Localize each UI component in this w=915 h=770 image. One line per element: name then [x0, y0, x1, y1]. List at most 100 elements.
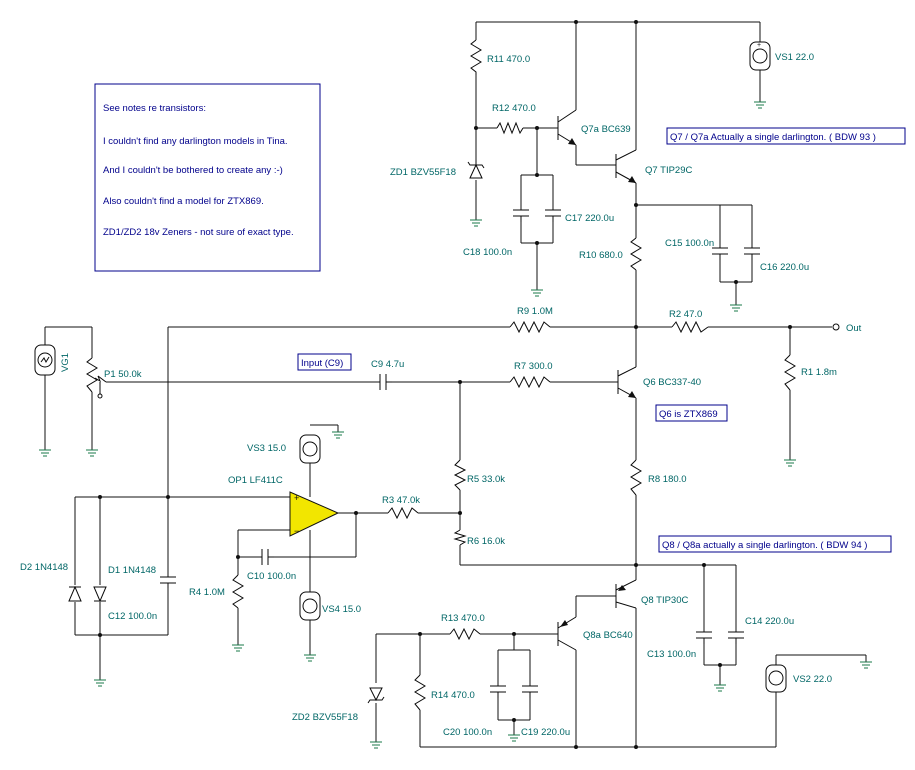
label-q8: Q8 TIP30C [641, 595, 688, 606]
component-labels: R11 470.0 R12 470.0 Q7a BC639 ZD1 BZV55F… [20, 52, 862, 738]
label-r13: R13 470.0 [441, 613, 485, 624]
capacitor-c15 [712, 247, 728, 260]
capacitor-c12 [160, 576, 176, 588]
ground-c15 [730, 304, 742, 312]
ground-vs3 [332, 431, 344, 439]
resistor-r7 [509, 375, 551, 389]
note-line-4: Also couldn't find a model for ZTX869. [103, 196, 264, 207]
ground-vs4 [304, 654, 316, 662]
annotation-q6: Q6 is ZTX869 [655, 404, 728, 422]
label-c12: C12 100.0n [108, 611, 157, 622]
label-c14: C14 220.0u [745, 616, 794, 627]
top-wires [475, 21, 761, 365]
ground-zd1 [470, 219, 482, 227]
label-c10: C10 100.0n [247, 571, 296, 582]
label-q7: Q7 TIP29C [645, 165, 692, 176]
resistor-r4 [232, 574, 244, 609]
diode-d1 [93, 586, 107, 603]
label-r3: R3 47.0k [382, 495, 420, 506]
bottom-wires [375, 564, 867, 748]
label-r8: R8 180.0 [648, 474, 687, 485]
label-zd2: ZD2 BZV55F18 [292, 712, 358, 723]
resistor-r6 [453, 529, 467, 546]
ground-r9 [531, 289, 543, 297]
zener-zd2 [367, 687, 385, 704]
capacitor-c19 [522, 685, 538, 698]
label-d1: D1 1N4148 [108, 565, 156, 576]
ground-p1 [86, 449, 98, 457]
capacitor-c14 [728, 631, 744, 644]
label-p1: P1 50.0k [104, 369, 142, 380]
out-terminal [832, 323, 840, 331]
label-q6: Q6 BC337-40 [643, 377, 701, 388]
note-line-5: ZD1/ZD2 18v Zeners - not sure of exact t… [103, 227, 294, 238]
label-r4: R4 1.0M [189, 587, 225, 598]
label-op1: OP1 LF411C [228, 475, 283, 486]
zener-zd1 [467, 160, 485, 179]
note-line-3: And I couldn't be bothered to create any… [103, 165, 283, 176]
svg-text:+: + [757, 42, 761, 49]
resistor-r11 [470, 39, 482, 75]
label-vg1: VG1 [60, 353, 71, 372]
junction-dots [98, 20, 792, 749]
label-q8a: Q8a BC640 [583, 630, 633, 641]
opamp-op1: + − [289, 491, 340, 537]
resistor-r5 [453, 459, 467, 491]
transistor-q7a [557, 109, 577, 146]
annotation-q7-text: Q7 / Q7a Actually a single darlington. (… [670, 132, 876, 143]
annotation-q7: Q7 / Q7a Actually a single darlington. (… [666, 127, 906, 145]
source-vs3 [299, 434, 321, 464]
resistor-r2 [671, 320, 709, 334]
label-r7: R7 300.0 [514, 361, 553, 372]
ground-vs1 [754, 101, 766, 109]
ground-c20 [508, 734, 520, 742]
note-line-1: See notes re transistors: [103, 103, 206, 114]
label-r9: R9 1.0M [517, 306, 553, 317]
resistor-r12 [496, 121, 524, 135]
resistor-r1 [784, 354, 796, 391]
label-c17: C17 220.0u [565, 213, 614, 224]
ground-symbols [39, 101, 872, 749]
label-c15: C15 100.0n [665, 238, 714, 249]
label-vs1: VS1 22.0 [775, 52, 814, 63]
label-r2: R2 47.0 [669, 309, 702, 320]
label-c9: C9 4.7u [371, 359, 404, 370]
annotation-input-text: Input (C9) [301, 358, 343, 369]
resistor-r3 [387, 506, 419, 520]
resistor-r13 [449, 627, 481, 641]
capacitor-c9 [379, 374, 392, 390]
label-zd1: ZD1 BZV55F18 [390, 167, 456, 178]
transistor-q8 [615, 579, 637, 609]
label-r12: R12 470.0 [492, 103, 536, 114]
ground-vg1 [39, 449, 51, 457]
capacitor-c20 [490, 685, 506, 698]
resistor-r8 [630, 459, 642, 496]
annotation-q8: Q8 / Q8a actually a single darlington. (… [658, 535, 892, 553]
label-c19: C19 220.0u [521, 727, 570, 738]
capacitor-c13 [696, 631, 712, 644]
source-vs4 [299, 591, 321, 621]
label-q7a: Q7a BC639 [581, 124, 631, 135]
mid-wires [44, 326, 832, 635]
resistor-r9 [509, 320, 551, 334]
potentiometer-p1 [86, 357, 107, 399]
label-vs3: VS3 15.0 [247, 443, 286, 454]
ground-r4 [232, 644, 244, 652]
source-vg1 [34, 344, 56, 376]
label-vs4: VS4 15.0 [322, 604, 361, 615]
label-r6: R6 16.0k [467, 536, 505, 547]
svg-text:+: + [294, 493, 299, 503]
label-c16: C16 220.0u [760, 262, 809, 273]
svg-text:−: − [294, 526, 299, 536]
resistor-r10 [630, 237, 642, 271]
label-r10: R10 680.0 [579, 250, 623, 261]
label-r14: R14 470.0 [431, 690, 475, 701]
notes-box [94, 83, 321, 272]
label-c13: C13 100.0n [647, 649, 696, 660]
ground-r1 [784, 459, 796, 467]
label-c20: C20 100.0n [443, 727, 492, 738]
opamp-wires [74, 424, 460, 680]
capacitor-c18 [513, 209, 529, 222]
label-d2: D2 1N4148 [20, 562, 68, 573]
